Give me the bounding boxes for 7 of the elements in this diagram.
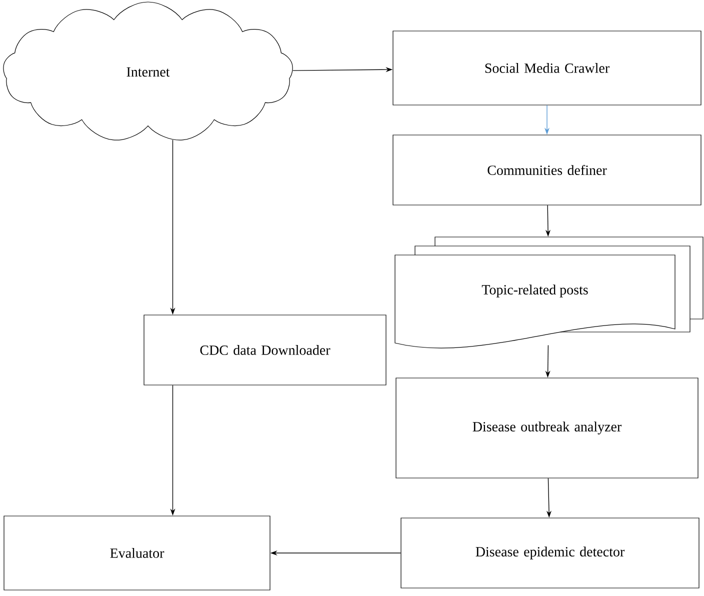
process-box: Evaluator (4, 516, 270, 590)
process-box: Communities definer (392, 134, 702, 206)
process-box: Disease epidemic detector (400, 518, 700, 588)
process-box: CDC data Downloader (144, 314, 386, 386)
process-box: Social Media Crawler (392, 30, 702, 106)
document-stack: Topic-related posts (394, 236, 704, 348)
process-box: Disease outbreak analyzer (396, 378, 698, 478)
